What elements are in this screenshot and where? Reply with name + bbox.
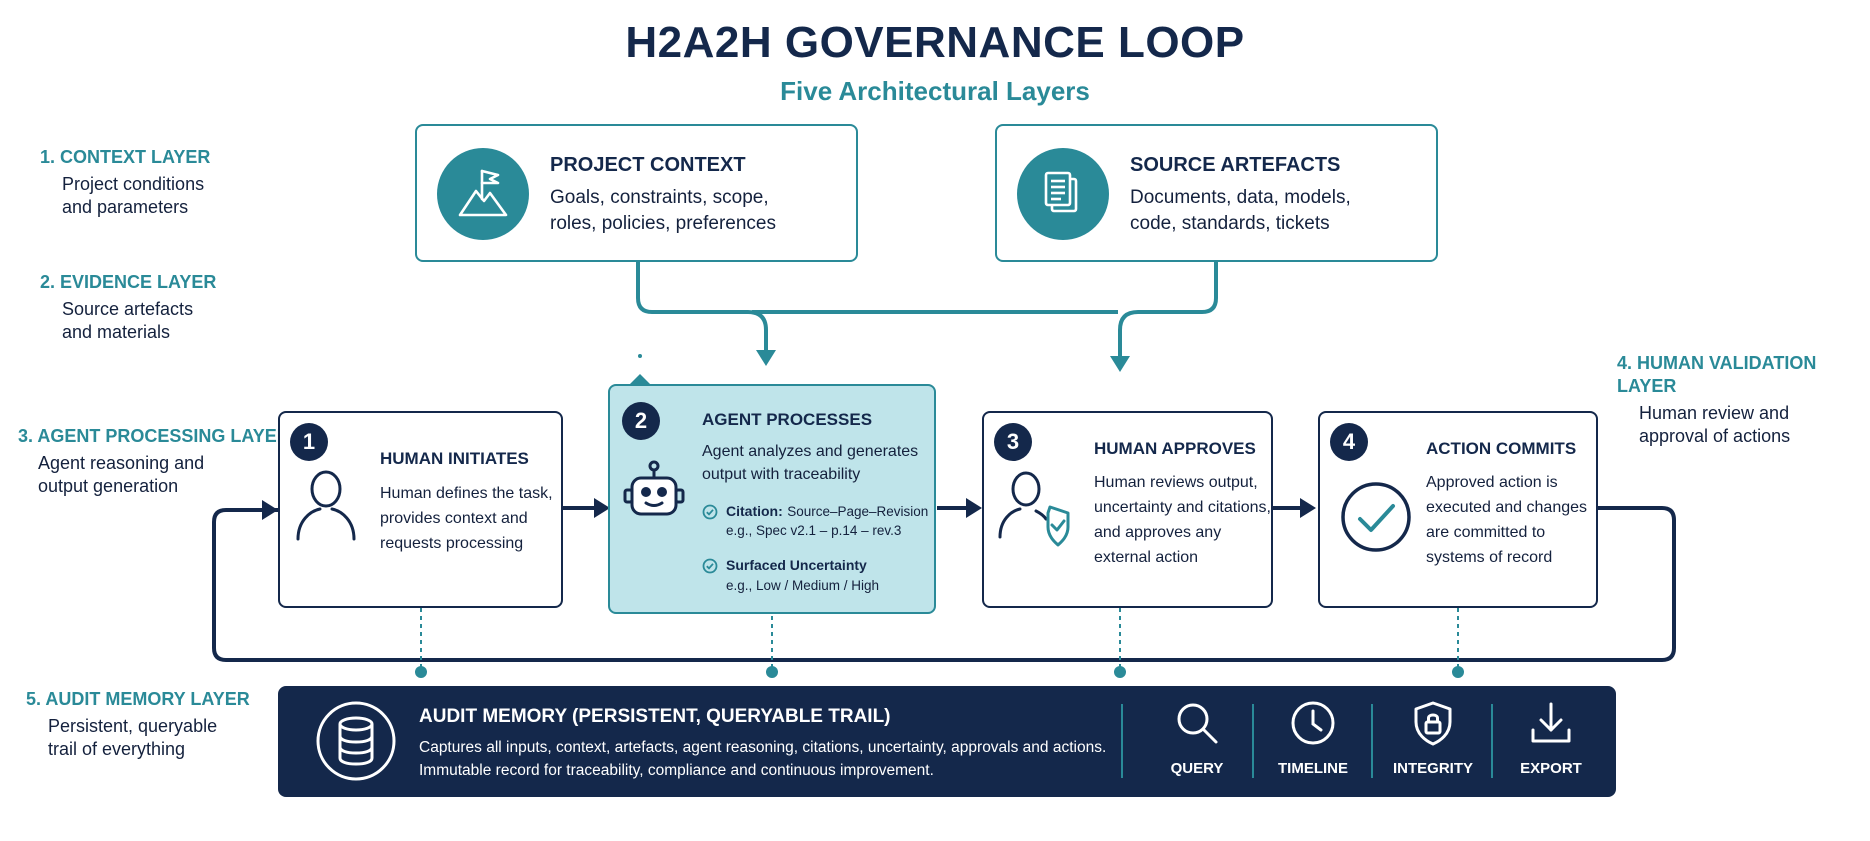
tool-label: QUERY [1170,760,1224,777]
arrowhead-to-agent [756,350,776,366]
step-desc-line: systems of record [1426,549,1553,566]
check-circle-icon [702,558,718,579]
tool-label: INTEGRITY [1392,760,1473,777]
layer-human-validation: 4. HUMAN VALIDATION LAYER Human review a… [1617,353,1817,446]
tool-label: TIMELINE [1278,760,1348,777]
flag-mountain-icon [437,148,529,240]
download-icon [1496,700,1606,750]
step-action-commits: 4 ACTION COMMITS Approved action is exec… [1318,411,1598,608]
divider [1491,704,1493,778]
step-desc-line: Human reviews output, [1094,474,1258,491]
step-desc-line: Human defines the task, [380,485,553,502]
export-tool[interactable]: EXPORT [1496,700,1606,777]
divider [1252,704,1254,778]
step-title: HUMAN APPROVES [1094,439,1256,458]
check-circle-icon [702,504,718,525]
divider [1371,704,1373,778]
clock-icon [1258,700,1368,750]
step-desc-line: provides context and [380,510,528,527]
diagram-subtitle: Five Architectural Layers [780,76,1090,106]
uncertainty-label: Surfaced Uncertainty [726,557,867,573]
step-desc-line: output with traceability [702,466,861,483]
audit-desc-line1: Captures all inputs, context, artefacts,… [419,739,1107,756]
timeline-tool[interactable]: TIMELINE [1258,700,1368,777]
step-desc-line: requests processing [380,535,524,552]
lock-shield-icon [1378,700,1488,750]
step-desc-line: and approves any [1094,524,1222,541]
step-number-badge: 3 [994,423,1032,461]
step-desc-line: are committed to [1426,524,1546,541]
step-number-badge: 2 [622,402,660,440]
step-title: AGENT PROCESSES [702,410,873,429]
step-title: ACTION COMMITS [1426,439,1577,458]
project-context-line2: roles, policies, preferences [550,213,776,234]
citation-example: e.g., Spec v2.1 – p.14 – rev.3 [726,523,902,538]
person-shield-icon [996,465,1080,556]
source-artefacts-box: SOURCE ARTEFACTS Documents, data, models… [995,124,1438,262]
step-desc-line: uncertainty and citations, [1094,499,1271,516]
step-number-badge: 4 [1330,423,1368,461]
project-context-line1: Goals, constraints, scope, [550,187,769,208]
robot-icon [622,460,686,531]
project-context-title: PROJECT CONTEXT [550,154,746,176]
step-agent-processes: 2 AGENT PROCESSES Agent analyzes and gen… [608,384,936,614]
step-human-initiates: 1 HUMAN INITIATES Human defines the task… [278,411,563,608]
source-artefacts-title: SOURCE ARTEFACTS [1130,154,1341,176]
step-number-badge: 1 [290,423,328,461]
documents-icon [1017,148,1109,240]
layer-agent-processing: 3. AGENT PROCESSING LAYER Agent reasonin… [18,426,290,496]
step-title: HUMAN INITIATES [380,449,529,468]
source-artefacts-line1: Documents, data, models, [1130,187,1351,208]
integrity-tool[interactable]: INTEGRITY [1378,700,1488,777]
audit-memory-panel: AUDIT MEMORY (PERSISTENT, QUERYABLE TRAI… [278,686,1616,797]
tool-label: EXPORT [1520,760,1582,777]
step-desc-line: Agent analyzes and generates [702,443,919,460]
uncertainty-example: e.g., Low / Medium / High [726,578,880,593]
layer-context: 1. CONTEXT LAYER Project conditions and … [40,147,211,217]
layer-evidence: 2. EVIDENCE LAYER Source artefacts and m… [40,272,217,342]
diagram-title: H2A2H GOVERNANCE LOOP [625,18,1245,67]
search-icon [1142,700,1252,750]
database-icon [315,700,397,787]
step-human-approves: 3 HUMAN APPROVES Human reviews output, u… [982,411,1273,608]
step-desc-line: executed and changes [1426,499,1588,516]
divider [1121,704,1123,778]
citation-label: Citation: Source–Page–Revision [726,503,929,519]
step-desc-line: Approved action is [1426,474,1558,491]
audit-title: AUDIT MEMORY (PERSISTENT, QUERYABLE TRAI… [419,706,891,727]
person-icon [292,465,360,550]
source-artefacts-line2: code, standards, tickets [1130,213,1330,234]
query-tool[interactable]: QUERY [1142,700,1252,777]
step-desc-line: external action [1094,549,1199,566]
layer-audit-memory: 5. AUDIT MEMORY LAYER Persistent, querya… [26,689,250,759]
audit-desc-line2: Immutable record for traceability, compl… [419,762,934,779]
project-context-box: PROJECT CONTEXT Goals, constraints, scop… [415,124,858,262]
check-circle-icon [1338,479,1414,560]
arrowhead-to-approves [1110,356,1130,372]
